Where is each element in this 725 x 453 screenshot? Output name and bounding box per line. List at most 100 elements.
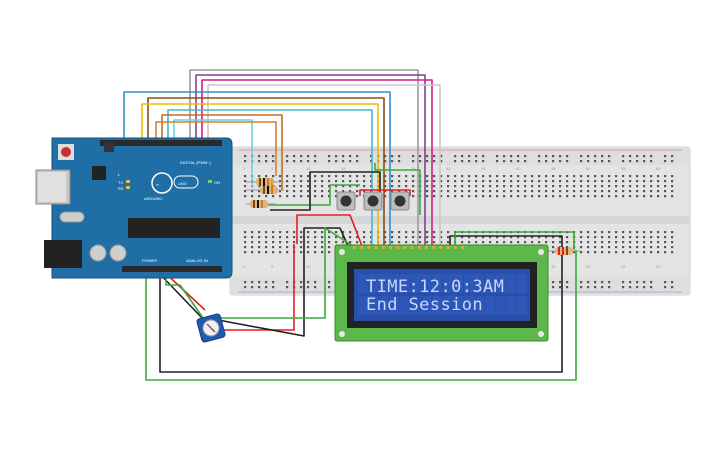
wires[interactable] bbox=[123, 69, 577, 381]
breadboard-hole[interactable] bbox=[664, 155, 667, 158]
wire-yellow[interactable] bbox=[141, 103, 379, 246]
breadboard-hole[interactable] bbox=[405, 185, 408, 188]
breadboard-hole[interactable] bbox=[447, 185, 450, 188]
breadboard-hole[interactable] bbox=[300, 155, 303, 158]
breadboard-hole[interactable] bbox=[363, 190, 366, 193]
breadboard-hole[interactable] bbox=[321, 195, 324, 198]
breadboard-hole[interactable] bbox=[335, 160, 338, 163]
breadboard-hole[interactable] bbox=[251, 195, 254, 198]
breadboard-hole[interactable] bbox=[433, 195, 436, 198]
breadboard-hole[interactable] bbox=[419, 236, 422, 239]
breadboard-hole[interactable] bbox=[622, 195, 625, 198]
breadboard-hole[interactable] bbox=[566, 236, 569, 239]
breadboard-hole[interactable] bbox=[580, 180, 583, 183]
breadboard-hole[interactable] bbox=[594, 246, 597, 249]
breadboard-hole[interactable] bbox=[580, 160, 583, 163]
breadboard-hole[interactable] bbox=[538, 195, 541, 198]
breadboard-hole[interactable] bbox=[580, 231, 583, 234]
breadboard-hole[interactable] bbox=[363, 175, 366, 178]
breadboard-hole[interactable] bbox=[580, 281, 583, 284]
breadboard-hole[interactable] bbox=[279, 190, 282, 193]
breadboard-hole[interactable] bbox=[258, 155, 261, 158]
wire-lightgray[interactable] bbox=[207, 84, 441, 246]
breadboard-hole[interactable] bbox=[601, 155, 604, 158]
breadboard-hole[interactable] bbox=[454, 195, 457, 198]
breadboard-hole[interactable] bbox=[440, 185, 443, 188]
breadboard-hole[interactable] bbox=[587, 231, 590, 234]
breadboard-hole[interactable] bbox=[412, 236, 415, 239]
breadboard-hole[interactable] bbox=[475, 180, 478, 183]
breadboard-hole[interactable] bbox=[594, 155, 597, 158]
breadboard-hole[interactable] bbox=[496, 155, 499, 158]
breadboard-hole[interactable] bbox=[482, 241, 485, 244]
breadboard-hole[interactable] bbox=[335, 155, 338, 158]
breadboard-hole[interactable] bbox=[664, 246, 667, 249]
resistor-1[interactable] bbox=[246, 178, 284, 186]
breadboard-hole[interactable] bbox=[559, 185, 562, 188]
breadboard-hole[interactable] bbox=[496, 241, 499, 244]
breadboard-hole[interactable] bbox=[244, 180, 247, 183]
breadboard-hole[interactable] bbox=[650, 155, 653, 158]
breadboard-hole[interactable] bbox=[370, 190, 373, 193]
breadboard-hole[interactable] bbox=[265, 246, 268, 249]
breadboard-hole[interactable] bbox=[510, 185, 513, 188]
breadboard-hole[interactable] bbox=[307, 281, 310, 284]
breadboard-hole[interactable] bbox=[650, 251, 653, 254]
breadboard-hole[interactable] bbox=[454, 175, 457, 178]
breadboard-hole[interactable] bbox=[566, 195, 569, 198]
breadboard-hole[interactable] bbox=[391, 190, 394, 193]
breadboard-hole[interactable] bbox=[321, 236, 324, 239]
breadboard-hole[interactable] bbox=[643, 246, 646, 249]
breadboard-hole[interactable] bbox=[433, 155, 436, 158]
breadboard-hole[interactable] bbox=[342, 160, 345, 163]
breadboard-hole[interactable] bbox=[356, 190, 359, 193]
breadboard-hole[interactable] bbox=[601, 185, 604, 188]
breadboard-hole[interactable] bbox=[615, 241, 618, 244]
breadboard-hole[interactable] bbox=[370, 155, 373, 158]
breadboard-hole[interactable] bbox=[468, 180, 471, 183]
breadboard-hole[interactable] bbox=[286, 190, 289, 193]
breadboard-hole[interactable] bbox=[286, 281, 289, 284]
breadboard-hole[interactable] bbox=[356, 185, 359, 188]
breadboard-hole[interactable] bbox=[671, 246, 674, 249]
breadboard-hole[interactable] bbox=[545, 195, 548, 198]
breadboard-hole[interactable] bbox=[671, 155, 674, 158]
breadboard-hole[interactable] bbox=[293, 195, 296, 198]
breadboard-hole[interactable] bbox=[328, 281, 331, 284]
breadboard-hole[interactable] bbox=[482, 160, 485, 163]
breadboard-hole[interactable] bbox=[279, 195, 282, 198]
breadboard-hole[interactable] bbox=[440, 236, 443, 239]
lcd-pin[interactable] bbox=[396, 246, 400, 249]
breadboard-hole[interactable] bbox=[433, 190, 436, 193]
breadboard-hole[interactable] bbox=[265, 251, 268, 254]
breadboard-hole[interactable] bbox=[650, 185, 653, 188]
breadboard-hole[interactable] bbox=[531, 185, 534, 188]
breadboard-hole[interactable] bbox=[293, 236, 296, 239]
breadboard-hole[interactable] bbox=[496, 185, 499, 188]
breadboard-hole[interactable] bbox=[342, 185, 345, 188]
breadboard-hole[interactable] bbox=[615, 175, 618, 178]
breadboard-hole[interactable] bbox=[384, 185, 387, 188]
breadboard-hole[interactable] bbox=[356, 236, 359, 239]
breadboard-hole[interactable] bbox=[510, 160, 513, 163]
breadboard-hole[interactable] bbox=[573, 195, 576, 198]
breadboard-hole[interactable] bbox=[664, 180, 667, 183]
breadboard-hole[interactable] bbox=[496, 195, 499, 198]
breadboard-hole[interactable] bbox=[405, 231, 408, 234]
breadboard-hole[interactable] bbox=[244, 251, 247, 254]
breadboard-hole[interactable] bbox=[447, 180, 450, 183]
breadboard-hole[interactable] bbox=[601, 236, 604, 239]
breadboard-hole[interactable] bbox=[265, 236, 268, 239]
breadboard-hole[interactable] bbox=[328, 155, 331, 158]
breadboard-hole[interactable] bbox=[636, 195, 639, 198]
breadboard-hole[interactable] bbox=[615, 195, 618, 198]
breadboard-hole[interactable] bbox=[552, 155, 555, 158]
breadboard-hole[interactable] bbox=[601, 286, 604, 289]
wire-orange-2[interactable] bbox=[155, 121, 277, 176]
breadboard-hole[interactable] bbox=[335, 175, 338, 178]
breadboard-hole[interactable] bbox=[608, 286, 611, 289]
breadboard-hole[interactable] bbox=[454, 180, 457, 183]
breadboard-hole[interactable] bbox=[279, 180, 282, 183]
breadboard-hole[interactable] bbox=[279, 231, 282, 234]
breadboard-hole[interactable] bbox=[650, 195, 653, 198]
